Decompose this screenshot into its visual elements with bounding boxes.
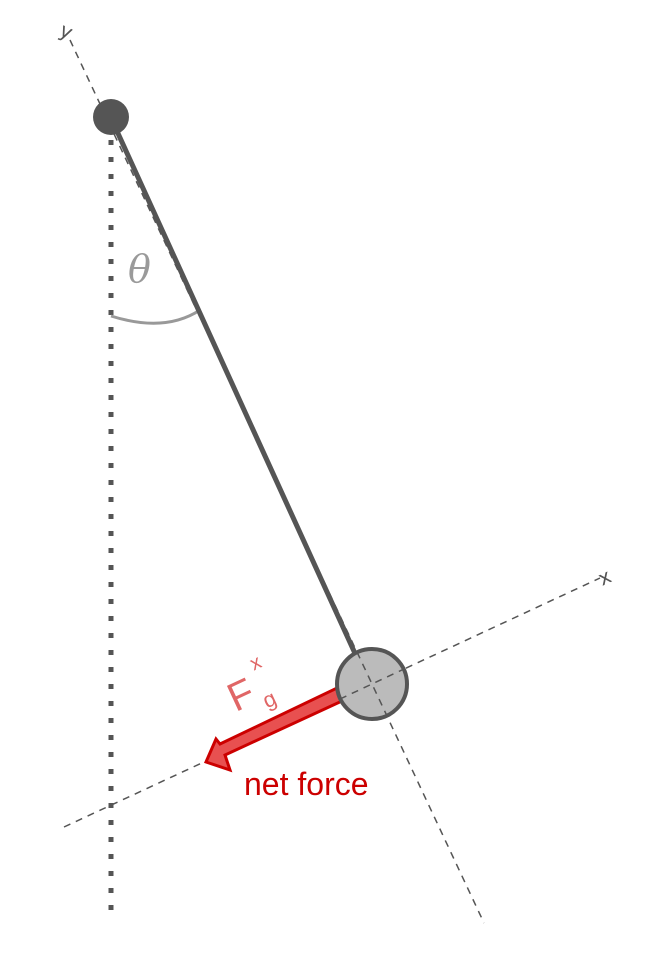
pivot-point — [93, 99, 129, 135]
force-label: F g x — [221, 651, 281, 720]
force-arrow — [203, 685, 344, 773]
force-subscript: g — [259, 685, 281, 713]
pendulum-rod — [108, 115, 361, 663]
theta-label: θ — [128, 247, 151, 291]
force-superscript: x — [247, 651, 265, 675]
pendulum-bob — [335, 647, 409, 721]
x-axis-over-bob — [339, 668, 405, 700]
y-axis-over-bob — [356, 651, 388, 717]
angle-arc — [110, 308, 201, 325]
y-axis-label: y — [56, 18, 77, 45]
force-arrow-shape — [203, 685, 344, 773]
x-axis-label: x — [594, 564, 615, 591]
net-force-label: net force — [244, 766, 369, 802]
force-symbol: F — [221, 670, 262, 720]
